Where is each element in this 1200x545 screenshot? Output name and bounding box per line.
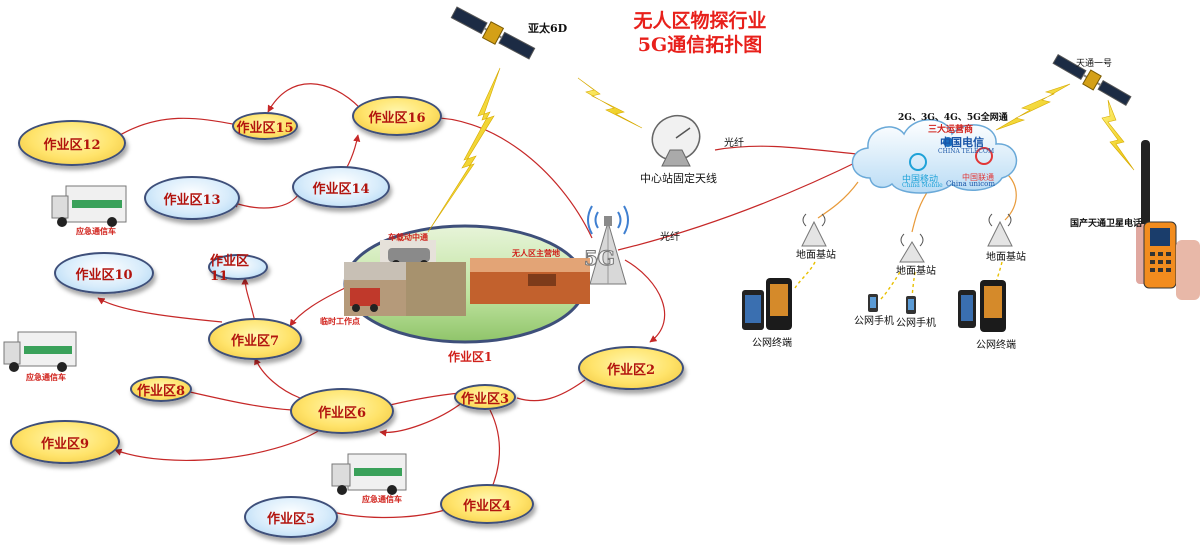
base-station-1-label: 地面基站 (796, 250, 836, 261)
zone-15: 作业区15 (232, 112, 298, 140)
link-6-9 (114, 429, 321, 461)
zone-4: 作业区4 (440, 484, 534, 524)
zone-16: 作业区16 (352, 96, 442, 136)
lightning-sat2-phone (1101, 99, 1135, 171)
base-station-3-icon (987, 213, 1013, 247)
link-5g-2 (624, 259, 666, 343)
dish-label: 中心站固定天线 (640, 172, 717, 185)
badge-5g: 5G (584, 246, 616, 271)
lightning-sat-dish (577, 77, 643, 129)
signal-bs1-terminal (794, 261, 816, 289)
emergency-vehicle-3-label: 应急通信车 (362, 494, 402, 504)
public-phone-1-label: 公网手机 (854, 316, 894, 327)
zone-12: 作业区12 (18, 120, 126, 166)
emergency-vehicle-1-icon (51, 185, 127, 227)
zone-7: 作业区7 (208, 318, 302, 360)
link-16-5g (419, 117, 593, 239)
operator-cloud-icon (851, 119, 1018, 194)
link-dish-cloud (714, 145, 866, 158)
link-zone1-7 (289, 287, 346, 327)
fiber-label-1: 光纤 (724, 138, 744, 149)
temp-site-label: 临时工作点 (320, 316, 360, 326)
sat-phone-label: 国产天通卫星电话 (1070, 219, 1143, 229)
link-3-2 (516, 379, 586, 402)
emergency-vehicle-1-label: 应急通信车 (76, 226, 116, 236)
base-station-3-label: 地面基站 (986, 252, 1026, 263)
zone-8: 作业区8 (130, 376, 192, 402)
link-14-13 (231, 191, 301, 209)
china-telecom-logo: 中国电信 (940, 136, 984, 149)
satellite-apstar-icon (450, 6, 536, 60)
link-5g-cloud (617, 157, 866, 251)
zone-11: 作业区11 (208, 254, 268, 284)
signal-bs2-phone1 (879, 271, 901, 301)
public-terminal-1-label: 公网终端 (752, 338, 792, 349)
lightning-cloud-sat2 (995, 83, 1071, 131)
link-6-3 (389, 392, 461, 406)
base-station-2-label: 地面基站 (896, 266, 936, 277)
link-16-15 (267, 83, 361, 113)
signal-bs3-terminal (995, 261, 1003, 283)
fiber-label-2: 光纤 (660, 232, 680, 243)
emergency-vehicle-2-label: 应急通信车 (26, 372, 66, 382)
link-3-4 (489, 409, 500, 493)
zone-13: 作业区13 (144, 176, 240, 220)
china-unicom-en: China unicom (946, 180, 996, 188)
dish-antenna-icon (651, 114, 701, 167)
main-camp-label: 无人区主营地 (512, 248, 560, 258)
public-terminal-1-icon (742, 278, 792, 330)
link-cloud-bs3 (1004, 171, 1017, 221)
public-phone-1-icon (868, 294, 878, 312)
china-telecom-en: CHINA TELECOM (938, 148, 995, 155)
link-4-5 (324, 509, 446, 519)
zone-1-label: 作业区1 (448, 350, 493, 364)
satellite-tiantong-label: 天通一号 (1076, 59, 1113, 69)
public-phone-2-icon (906, 296, 916, 314)
vehicle-relay-label: 车载动中通 (388, 232, 428, 242)
cloud-operators-label: 三大运营商 (928, 125, 974, 135)
emergency-vehicle-3-icon (331, 453, 407, 495)
public-phone-2-label: 公网手机 (896, 318, 936, 329)
diagram-subtitle: 5G通信拓扑图 (637, 34, 763, 56)
base-station-2-icon (899, 233, 925, 263)
zone-9: 作业区9 (10, 420, 120, 464)
tower-5g-icon (587, 205, 629, 285)
link-3-6 (379, 401, 464, 437)
satellite-phone-icon (1136, 140, 1200, 300)
link-cloud-bs1 (817, 181, 859, 219)
zone-3: 作业区3 (454, 384, 516, 410)
temp-site-photo (344, 262, 406, 316)
zone-14: 作业区14 (292, 166, 390, 208)
vehicle-relay-photo (380, 240, 436, 268)
china-mobile-en: China Mobile (902, 182, 943, 189)
satellite-apstar-label: 亚太6D (528, 22, 568, 35)
china-mobile-logo: 中国移动 (902, 175, 939, 185)
china-unicom-logo: 中国联通 (962, 173, 994, 182)
emergency-vehicle-2-icon (3, 331, 77, 372)
zone-6: 作业区6 (290, 388, 394, 434)
link-8-6 (189, 391, 293, 411)
link-7-10 (97, 297, 223, 323)
link-6-7 (254, 357, 301, 399)
base-station-1-icon (801, 213, 827, 247)
main-camp-photo (406, 258, 590, 316)
zone-10: 作业区10 (54, 252, 154, 294)
diagram-title: 无人区物探行业 (633, 10, 767, 32)
lightning-sat-zone1 (427, 67, 501, 233)
zone-2: 作业区2 (578, 346, 684, 390)
satellite-tiantong-icon (1052, 53, 1132, 107)
link-7-11 (241, 277, 256, 323)
cloud-network-label: 2G、3G、4G、5G全网通 (898, 113, 1008, 123)
link-15-12 (114, 117, 239, 139)
public-terminal-2-icon (958, 280, 1006, 332)
link-cloud-bs2 (911, 187, 931, 233)
public-terminal-2-label: 公网终端 (976, 340, 1016, 351)
zone-5: 作业区5 (244, 496, 338, 538)
